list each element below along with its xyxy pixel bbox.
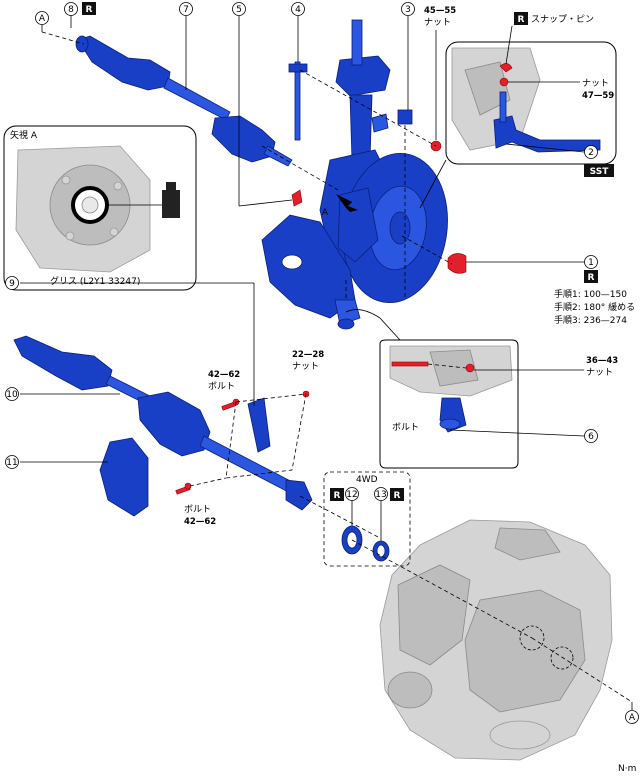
strut-and-knuckle [261, 19, 467, 330]
callout-numbers: A 8 7 5 4 3 2 1 9 10 11 6 12 13 A [5, 2, 639, 724]
grease-label: グリス (L2Y1 33247) [50, 275, 140, 287]
step-2: 手順2: 180° 緩める [554, 301, 635, 313]
badge-sst: SST [590, 167, 610, 177]
ball-joint-inset [345, 309, 519, 469]
callout-a-bottom: A [629, 713, 636, 723]
callout-1: 1 [588, 258, 594, 268]
torque-22-28: 22—28 [292, 350, 324, 360]
torque-47-59: 47—59 [582, 91, 614, 101]
transaxle-illustration [379, 519, 613, 761]
callout-a-top: A [39, 14, 46, 24]
badge-replace-13: R [394, 491, 401, 501]
view-arrow-a: A [322, 194, 358, 218]
torque-36-43: 36—43 [586, 356, 618, 366]
badge-replace-snap-pin: R [518, 15, 525, 25]
four-wd-label: 4WD [356, 475, 378, 485]
bolt-label-ball-joint: ボルト [392, 422, 419, 433]
lower-drive-shaft [13, 335, 381, 539]
nut-label-bracket: ナット [292, 361, 319, 372]
callout-13: 13 [375, 490, 386, 500]
view-a-title: 矢視 A [10, 129, 38, 141]
callout-leaders [20, 15, 633, 710]
torque-45-55: 45—55 [424, 6, 456, 16]
arrow-a-letter: A [322, 208, 329, 218]
torque-42-62-upper: 42—62 [208, 370, 240, 380]
badge-replace-1: R [588, 273, 595, 283]
nut-label-tie-rod: ナット [582, 78, 609, 89]
view-a-inset [3, 125, 197, 291]
nut-label-strut: ナット [424, 17, 451, 28]
callout-4: 4 [295, 5, 301, 15]
snap-pin-label: スナップ・ピン [531, 14, 594, 25]
callout-11: 11 [6, 458, 17, 468]
callout-12: 12 [346, 490, 357, 500]
strut-assembly-lines [261, 69, 453, 300]
bolt-label-upper: ボルト [208, 381, 235, 392]
callout-3: 3 [405, 5, 411, 15]
unit-label: N·m [618, 764, 636, 774]
bolt-label-lower: ボルト [184, 504, 211, 515]
badge-replace-8: R [86, 5, 93, 15]
step-1: 手順1: 100—150 [554, 288, 627, 300]
step-3: 手順3: 236—274 [554, 314, 627, 326]
replace-badges: R R SST R R R [82, 2, 614, 501]
upper-drive-shaft [75, 35, 293, 167]
callout-8: 8 [68, 5, 74, 15]
badge-replace-12: R [334, 491, 341, 501]
callout-10: 10 [6, 390, 18, 400]
four-wd-group: 4WD [323, 471, 633, 703]
callout-9: 9 [9, 279, 15, 289]
nut-label-ball-joint: ナット [586, 367, 613, 378]
callout-7: 7 [183, 5, 189, 15]
callout-5: 5 [236, 5, 242, 15]
callout-6: 6 [588, 432, 594, 442]
torque-42-62-lower: 42—62 [184, 517, 216, 527]
tie-rod-inset [419, 41, 617, 209]
callout-2: 2 [588, 148, 594, 158]
text-labels: 45—55 ナット スナップ・ピン ナット 47—59 矢視 A グリス (L2… [10, 6, 636, 774]
